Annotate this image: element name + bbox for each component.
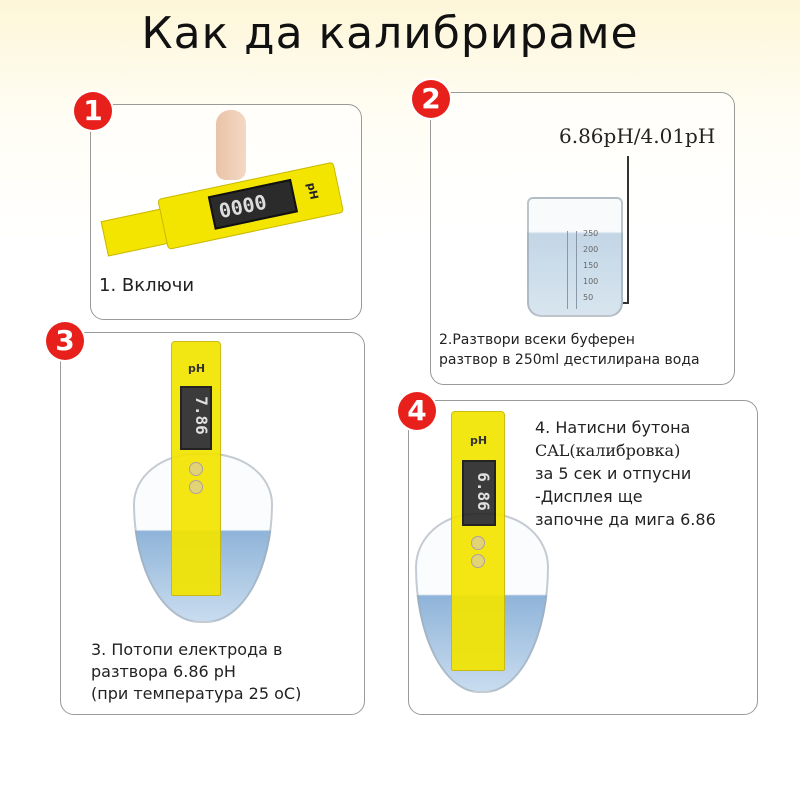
- page-title: Как да калибрираме: [141, 8, 639, 59]
- meter-display: 6.86: [473, 472, 493, 511]
- cal-button: [471, 554, 485, 568]
- step-4-text-line5: започне да мига 6.86: [535, 510, 716, 529]
- step-3-text-line3: (при температура 25 оС): [91, 684, 302, 703]
- ph-meter-image: pH 6.86: [451, 411, 505, 671]
- step-2-text-line1: 2.Разтвори всеки буферен: [439, 332, 635, 348]
- meter-display: 7.86: [191, 396, 211, 435]
- step-3-panel: pH 7.86 3. Потопи електрода в разтвора 6…: [60, 332, 365, 715]
- beaker-mark: 50: [583, 293, 594, 302]
- meter-label: pH: [188, 362, 206, 375]
- step-4-text-line2: CAL(калибровка): [535, 441, 681, 460]
- buffer-ph-heading: 6.86pH/4.01pH: [559, 124, 716, 148]
- cal-button: [189, 480, 203, 494]
- step-4-text-line1: 4. Натисни бутона: [535, 418, 691, 437]
- beaker-image: 250 200 150 100 50: [527, 197, 623, 317]
- step-1-panel: 0000 pH 1. Включи: [90, 104, 362, 320]
- beaker-mark: 200: [583, 245, 599, 254]
- step-3-text-line2: разтвора 6.86 pH: [91, 662, 236, 681]
- step-2-text-line2: разтвор в 250ml дестилирана вода: [439, 352, 700, 368]
- step-1-badge: 1: [74, 92, 112, 130]
- on-off-button: [189, 462, 203, 476]
- step-4-panel: pH 6.86 4. Натисни бутона CAL(калибровка…: [408, 400, 758, 715]
- on-off-button: [471, 536, 485, 550]
- pointer-line: [627, 156, 629, 304]
- beaker-mark: 150: [583, 261, 599, 270]
- step-4-text-line4: -Дисплея ще: [535, 487, 643, 506]
- finger-icon: [216, 110, 246, 180]
- step-4-badge: 4: [398, 392, 436, 430]
- step-3-badge: 3: [46, 322, 84, 360]
- beaker-mark: 250: [583, 229, 599, 238]
- meter-label: pH: [470, 434, 488, 447]
- step-2-badge: 2: [412, 80, 450, 118]
- beaker-mark: 100: [583, 277, 599, 286]
- ph-meter-image: pH 7.86: [171, 341, 221, 596]
- step-3-text-line1: 3. Потопи електрода в: [91, 640, 283, 659]
- step-4-text-line3: за 5 сек и отпусни: [535, 464, 692, 483]
- step-2-panel: 6.86pH/4.01pH 250 200 150 100 50 2.Разтв…: [430, 92, 735, 385]
- step-1-text: 1. Включи: [99, 275, 195, 296]
